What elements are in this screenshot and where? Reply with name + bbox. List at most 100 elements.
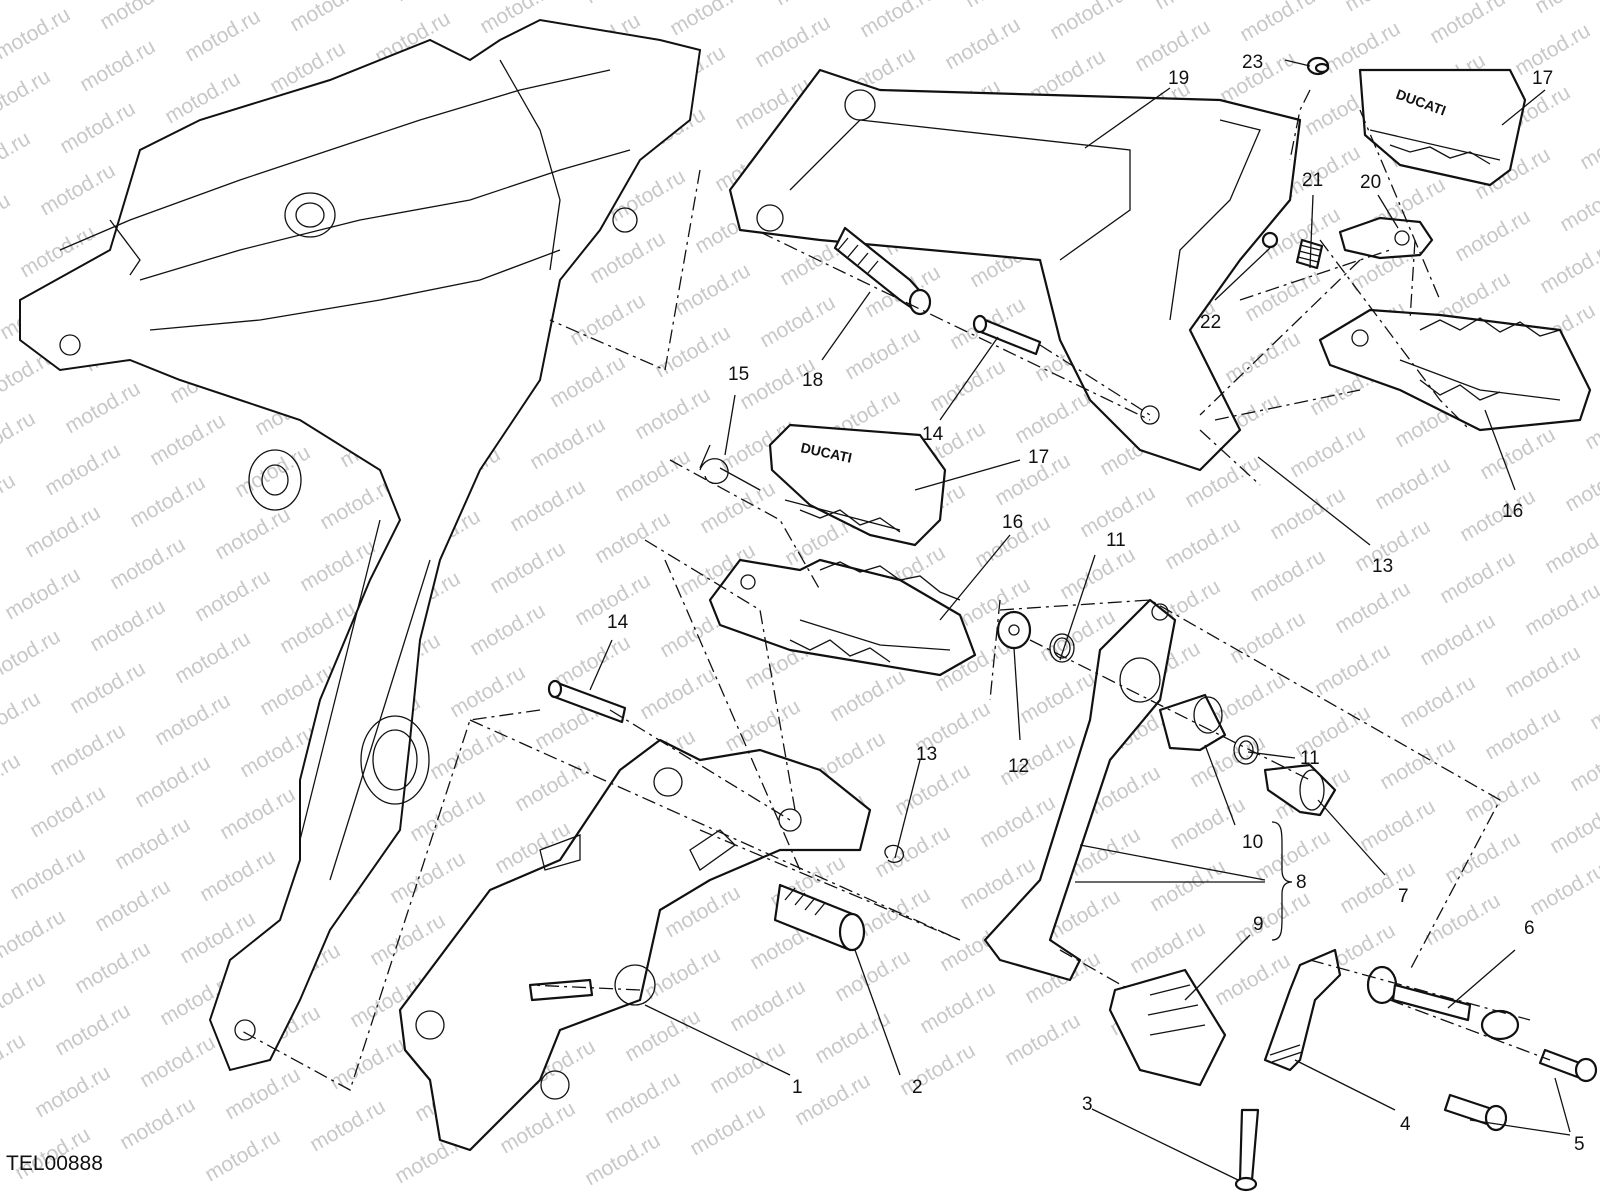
watermark-text: motod.ru: [86, 595, 169, 656]
callout-labels: 1 2 3 4 5 6 7 8 9 10 11 11 12 13 13 14 1…: [607, 52, 1585, 1155]
watermark-text: motod.ru: [871, 821, 954, 882]
watermark-text: motod.ru: [651, 321, 734, 382]
watermark-text: motod.ru: [131, 751, 214, 812]
watermark-text: motod.ru: [546, 351, 629, 412]
watermark-text: motod.ru: [631, 383, 714, 444]
watermark-text: motod.ru: [201, 1125, 284, 1186]
watermark-text: motod.ru: [1451, 205, 1534, 266]
watermark-text: motod.ru: [1566, 735, 1600, 796]
watermark-text: motod.ru: [771, 0, 854, 10]
callout-16-front: 16: [1002, 512, 1023, 533]
callout-20: 20: [1360, 172, 1381, 193]
watermark-text: motod.ru: [581, 1129, 664, 1190]
callout-4: 4: [1400, 1114, 1411, 1135]
watermark-text: motod.ru: [1236, 0, 1319, 46]
watermark-text: motod.ru: [1151, 0, 1234, 14]
watermark-text: motod.ru: [896, 1039, 979, 1100]
watermark-text: motod.ru: [1481, 703, 1564, 764]
callout-7: 7: [1398, 886, 1409, 907]
watermark-text: motod.ru: [706, 1037, 789, 1098]
watermark-text: motod.ru: [76, 35, 159, 96]
watermark-text: motod.ru: [0, 905, 69, 966]
watermark-text: motod.ru: [201, 0, 284, 4]
watermark-text: motod.ru: [1521, 579, 1600, 640]
watermark-text: motod.ru: [1016, 667, 1099, 728]
watermark-text: motod.ru: [926, 355, 1009, 416]
watermark-text: motod.ru: [0, 407, 39, 468]
callout-2: 2: [912, 1077, 923, 1098]
watermark-text: motod.ru: [61, 377, 144, 438]
watermark-text: motod.ru: [286, 0, 369, 36]
callout-9: 9: [1253, 914, 1264, 935]
watermark-text: motod.ru: [1546, 797, 1600, 858]
watermark-text: motod.ru: [96, 0, 179, 34]
watermark-text: motod.ru: [1396, 671, 1479, 732]
watermark-text: motod.ru: [511, 755, 594, 816]
callout-11-lower: 11: [1300, 748, 1320, 769]
callout-15: 15: [728, 364, 749, 385]
watermark-text: motod.ru: [1221, 327, 1304, 388]
watermark-text: motod.ru: [1476, 423, 1559, 484]
watermark-text: motod.ru: [666, 0, 749, 40]
watermark-text: motod.ru: [1426, 0, 1509, 48]
watermark-text: motod.ru: [466, 599, 549, 660]
watermark-text: motod.ru: [1231, 887, 1314, 948]
front-bolts: [773, 226, 1042, 952]
watermark-text: motod.ru: [1046, 0, 1129, 44]
watermark-text: motod.ru: [756, 291, 839, 352]
front-footpeg-assembly: DUCATI: [547, 423, 977, 864]
watermark-text: motod.ru: [26, 781, 109, 842]
watermark-text: motod.ru: [1341, 0, 1424, 16]
watermark-text: motod.ru: [941, 13, 1024, 74]
watermark-text: motod.ru: [686, 1099, 769, 1160]
watermark-text: motod.ru: [1441, 827, 1524, 888]
front-footpeg-bracket: [398, 738, 872, 1152]
watermark-text: motod.ru: [696, 477, 779, 538]
watermark-text: motod.ru: [1436, 547, 1519, 608]
watermark-text: motod.ru: [1456, 485, 1539, 546]
watermark-text: motod.ru: [51, 999, 134, 1060]
callout-19: 19: [1168, 68, 1189, 89]
callout-6: 6: [1524, 918, 1535, 939]
watermark-text: motod.ru: [171, 627, 254, 688]
leader-lines: [589, 59, 1571, 1181]
watermark-text: motod.ru: [1526, 859, 1600, 920]
lever-assembly: [983, 598, 1598, 1192]
watermark-text: motod.ru: [1586, 673, 1600, 734]
watermark-text: motod.ru: [641, 943, 724, 1004]
watermark-text: motod.ru: [181, 5, 264, 66]
watermark-text: motod.ru: [791, 1069, 874, 1130]
watermark-text: motod.ru: [1501, 641, 1584, 702]
watermark-text: motod.ru: [191, 565, 274, 626]
watermark-text: motod.ru: [841, 323, 924, 384]
watermark-text: motod.ru: [306, 1095, 389, 1156]
watermark-text: motod.ru: [1371, 453, 1454, 514]
watermark-text: motod.ru: [526, 413, 609, 474]
watermark-text: motod.ru: [106, 533, 189, 594]
watermark-text: motod.ru: [126, 471, 209, 532]
watermark-text: motod.ru: [601, 1067, 684, 1128]
watermark-text: motod.ru: [826, 665, 909, 726]
watermark-text: motod.ru: [1166, 793, 1249, 854]
watermark-text: motod.ru: [46, 719, 129, 780]
watermark-text: motod.ru: [221, 1063, 304, 1124]
rear-footpeg-bracket: [728, 68, 1302, 472]
watermark-text: motod.ru: [1331, 577, 1414, 638]
watermark-text: motod.ru: [1001, 1009, 1084, 1070]
rear-footpeg: [1318, 308, 1592, 432]
watermark-text: motod.ru: [1246, 545, 1329, 606]
drawing-code: TEL00888: [6, 1152, 103, 1175]
watermark-text: motod.ru: [891, 759, 974, 820]
watermark-text: motod.ru: [41, 439, 124, 500]
watermark-text: motod.ru: [636, 663, 719, 724]
watermark-text: motod.ru: [586, 227, 669, 288]
callout-13-front: 13: [916, 744, 937, 765]
watermark-text: motod.ru: [6, 843, 89, 904]
watermark-text: motod.ru: [0, 469, 19, 530]
watermark-text: motod.ru: [151, 689, 234, 750]
callout-16-rear: 16: [1502, 501, 1523, 522]
callout-8: 8: [1296, 872, 1307, 893]
watermark-text: motod.ru: [591, 507, 674, 568]
watermark-text: motod.ru: [1576, 113, 1600, 174]
